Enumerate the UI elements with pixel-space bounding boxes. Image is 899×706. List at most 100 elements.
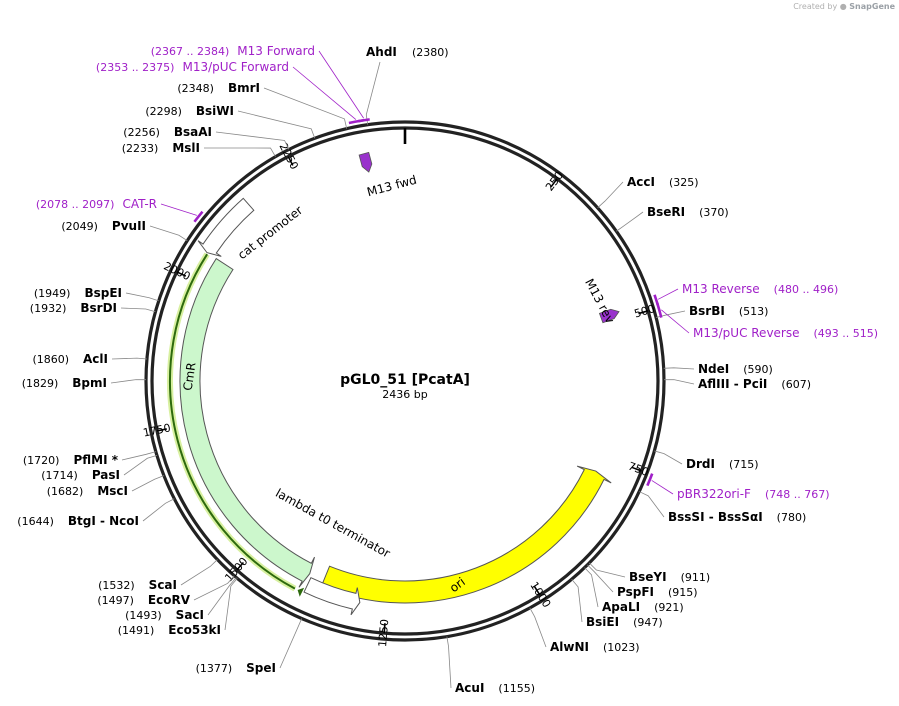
site-eco53ki[interactable]: Eco53kI(1491) <box>118 623 221 637</box>
site-connector-bsrbi <box>656 310 686 318</box>
site-pvuii[interactable]: PvuII(2049) <box>61 219 146 233</box>
site-connector-bspei <box>125 292 159 302</box>
site-scai[interactable]: ScaI(1532) <box>98 578 177 592</box>
primer-m13-puc-reverse[interactable]: M13/pUC Reverse(493 .. 515) <box>693 326 878 340</box>
site-bsrdi[interactable]: BsrDI (1932) <box>30 301 117 315</box>
site-spei[interactable]: SpeI(1377) <box>196 661 276 675</box>
site-name: AccI <box>627 175 655 189</box>
site-apali[interactable]: ApaLI(921) <box>602 600 684 614</box>
site-bseri[interactable]: BseRI(370) <box>647 205 729 219</box>
primer-arc-cat-r[interactable] <box>193 210 204 223</box>
site-drdi[interactable]: DrdI(715) <box>686 457 759 471</box>
site-name: PvuII <box>112 219 146 233</box>
site-name: MscI <box>97 484 128 498</box>
site-name: AclI <box>83 352 108 366</box>
site-position: (915) <box>668 586 698 599</box>
tick-750 <box>631 466 642 472</box>
site-name: BsiEI <box>586 615 619 629</box>
site-position: (607) <box>781 378 811 391</box>
primer-m13-forward[interactable]: M13 Forward (2367 .. 2384) <box>151 44 315 58</box>
primer-range: (480 .. 496) <box>774 283 839 296</box>
primer-arc-m13-puc-forward[interactable] <box>348 118 364 125</box>
primer-name: M13/pUC Reverse <box>693 326 800 340</box>
tick-1000 <box>533 586 541 596</box>
site-connector-acli <box>111 357 147 360</box>
site-pspfi[interactable]: PspFI(915) <box>617 585 698 599</box>
site-connector-msci <box>131 475 165 492</box>
site-name: DrdI <box>686 457 715 471</box>
site-ndei[interactable]: NdeI(590) <box>698 362 773 376</box>
site-acli[interactable]: AclI(1860) <box>32 352 108 366</box>
primer-name: M13 Forward <box>237 44 315 58</box>
primer-annotations: M13 Forward (2367 .. 2384) M13/pUC Forward… <box>36 44 878 501</box>
site-bmri[interactable]: BmrI(2348) <box>177 81 260 95</box>
site-name: BsrDI <box>80 301 117 315</box>
site-name: BspEI <box>84 286 122 300</box>
feature-m13-fwd[interactable] <box>358 151 374 173</box>
site-msci[interactable]: MscI (1682) <box>47 484 128 498</box>
plasmid-backbone <box>144 120 666 642</box>
feature-m13-rev[interactable] <box>598 307 620 324</box>
primer-m13-reverse[interactable]: M13 Reverse(480 .. 496) <box>682 282 838 296</box>
site-connector-afliii-pcii <box>663 379 695 385</box>
primer-m13-puc-forward[interactable]: M13/pUC Forward(2353 .. 2375) <box>96 60 289 74</box>
site-bspei[interactable]: BspEI(1949) <box>34 286 122 300</box>
primer-cat-r[interactable]: CAT-R(2078 .. 2097) <box>36 197 157 211</box>
snapgene-credit: Created by ● SnapGene <box>793 2 895 11</box>
site-bseyi[interactable]: BseYI(911) <box>629 570 710 584</box>
primer-pbr322ori-f[interactable]: pBR322ori-F(748 .. 767) <box>677 487 830 501</box>
site-bsiei[interactable]: BsiEI(947) <box>586 615 663 629</box>
feature-cat-promoter[interactable] <box>197 197 255 257</box>
tick-500 <box>638 310 649 315</box>
site-ahdi[interactable]: AhdI(2380) <box>366 45 449 59</box>
site-bpmi[interactable]: BpmI(1829) <box>22 376 107 390</box>
tick-2000 <box>176 271 187 277</box>
primer-name: CAT-R <box>122 197 157 211</box>
site-bsrbi[interactable]: BsrBI (513) <box>689 304 768 318</box>
site-bsssi-bsss-i[interactable]: BssSI - BssSαI(780) <box>668 510 806 524</box>
site-btgi-ncoi[interactable]: BtgI - NcoI(1644) <box>17 514 139 528</box>
site-connector-ecorv <box>193 575 235 601</box>
site-name: EcoRV <box>148 593 191 607</box>
site-name: PflMI * <box>73 453 118 467</box>
feature-label-m13-rev: M13 rev <box>582 276 617 325</box>
feature-cmr[interactable] <box>179 257 315 588</box>
site-position: (1023) <box>603 641 640 654</box>
site-connector-ahdi <box>365 61 381 125</box>
site-position: (1932) <box>30 302 67 315</box>
site-connector-bseri <box>616 211 644 232</box>
site-position: (513) <box>739 305 769 318</box>
site-connector-bsiwi <box>237 110 316 139</box>
site-acci[interactable]: AccI(325) <box>627 175 699 189</box>
feature-ori[interactable] <box>320 465 612 604</box>
primer-arc-m13-puc-reverse[interactable] <box>656 302 663 318</box>
site-name: BsrBI <box>689 304 725 318</box>
site-pasi[interactable]: PasI(1714) <box>41 468 120 482</box>
site-pflmi[interactable]: PflMI *(1720) <box>23 453 119 467</box>
site-msli[interactable]: MslI(2233) <box>122 141 200 155</box>
primer-connector-cat-r <box>160 203 197 216</box>
primer-arc-pbr322ori-f[interactable] <box>646 473 654 487</box>
site-saci[interactable]: SacI(1493) <box>125 608 204 622</box>
site-ecorv[interactable]: EcoRV(1497) <box>97 593 190 607</box>
site-position: (1155) <box>498 682 535 695</box>
restriction-sites: AhdI(2380) AccI(325) BseRI(370) BsrBI (513) N… <box>17 45 811 695</box>
site-position: (370) <box>699 206 729 219</box>
site-name: ScaI <box>149 578 177 592</box>
site-connector-pasi <box>123 455 158 476</box>
site-acui[interactable]: AcuI(1155) <box>455 681 535 695</box>
primer-range: (748 .. 767) <box>765 488 830 501</box>
site-alwni[interactable]: AlwNI(1023) <box>550 640 640 654</box>
site-connector-apali <box>584 567 599 608</box>
site-bsiwi[interactable]: BsiWI(2298) <box>145 104 234 118</box>
primer-range: (2353 .. 2375) <box>96 61 175 74</box>
site-position: (1714) <box>41 469 78 482</box>
tick-2250 <box>287 156 294 166</box>
primer-range: (2367 .. 2384) <box>151 45 230 58</box>
feature-lambda-t0-terminator[interactable] <box>303 576 361 616</box>
site-bsaai[interactable]: BsaAI(2256) <box>123 125 212 139</box>
site-position: (1682) <box>47 485 84 498</box>
site-name: BssSI - BssSαI <box>668 510 763 524</box>
site-name: AflIII - PciI <box>698 377 767 391</box>
site-afliii-pcii[interactable]: AflIII - PciI (607) <box>698 377 811 391</box>
